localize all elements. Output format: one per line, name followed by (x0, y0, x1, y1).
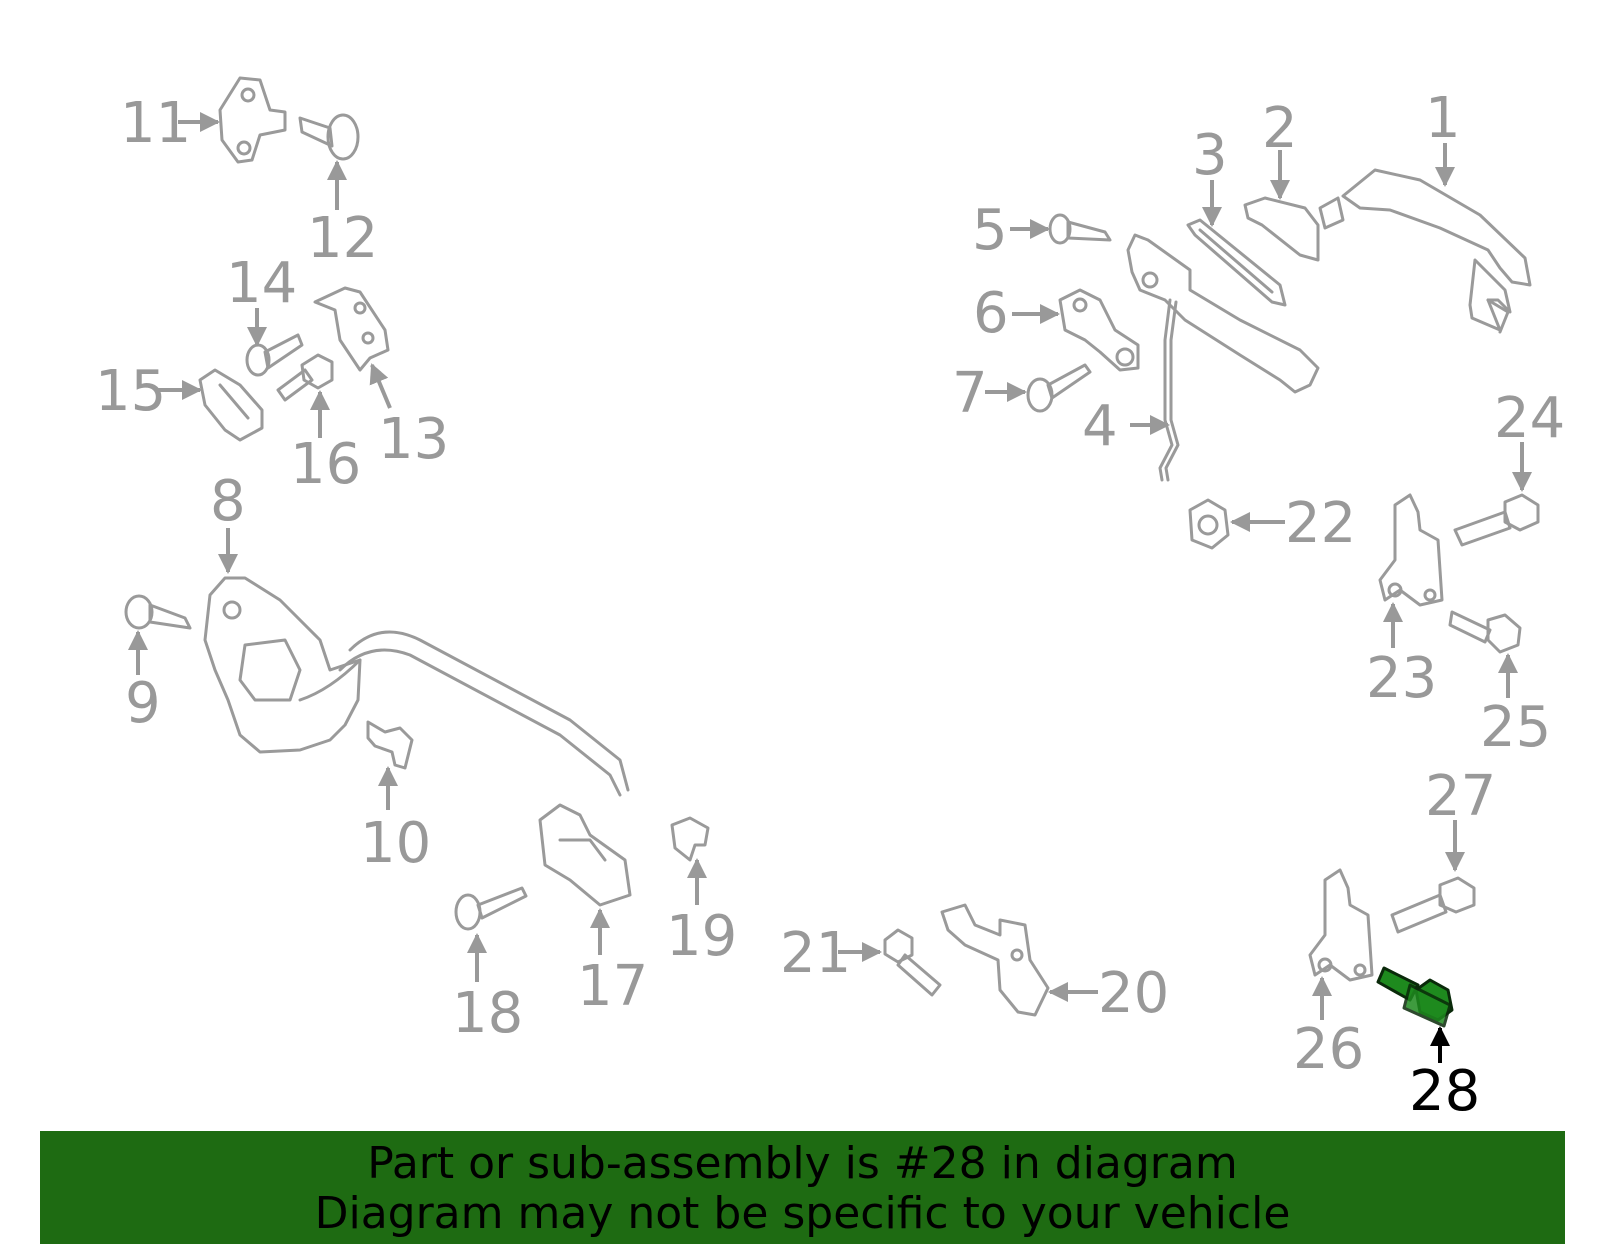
callout-7[interactable]: 7 (952, 361, 988, 426)
part-26-hinge (1308, 868, 1374, 982)
banner-line-1: Part or sub-assembly is #28 in diagram (367, 1138, 1238, 1189)
banner-line-2: Diagram may not be specific to your vehi… (314, 1188, 1291, 1239)
part-13-bracket (313, 286, 390, 372)
part-9-screw (124, 594, 192, 630)
part-17-cover (538, 803, 632, 907)
callout-16[interactable]: 16 (290, 432, 361, 497)
callout-labels: 1 2 3 4 5 6 7 8 9 10 11 12 13 14 15 16 1… (95, 86, 1565, 1124)
callout-22[interactable]: 22 (1285, 491, 1356, 556)
part-10-clip (366, 720, 414, 770)
part-6-lever (1058, 288, 1140, 372)
callout-23[interactable]: 23 (1366, 646, 1437, 711)
callout-24[interactable]: 24 (1494, 386, 1565, 451)
part-24-bolt (1453, 493, 1540, 547)
callout-19[interactable]: 19 (666, 904, 737, 969)
part-4-handle-frame (1126, 233, 1320, 482)
callout-21[interactable]: 21 (780, 921, 851, 986)
part-19-clip (670, 816, 710, 862)
callout-13[interactable]: 13 (378, 407, 449, 472)
callout-5[interactable]: 5 (972, 198, 1008, 263)
callout-20[interactable]: 20 (1098, 961, 1169, 1026)
callout-27[interactable]: 27 (1425, 764, 1496, 829)
parts-diagram: 1 2 3 4 5 6 7 8 9 10 11 12 13 14 15 16 1… (95, 76, 1565, 1124)
callout-12[interactable]: 12 (307, 206, 378, 271)
callout-8[interactable]: 8 (210, 469, 246, 534)
callout-1[interactable]: 1 (1425, 86, 1461, 151)
part-2-handle-cap (1243, 196, 1320, 262)
part-28-flange-bolt (1376, 966, 1454, 1028)
part-11-striker (218, 76, 287, 164)
callout-4[interactable]: 4 (1082, 394, 1118, 459)
part-23-hinge (1378, 493, 1444, 607)
callout-25[interactable]: 25 (1480, 695, 1551, 760)
callout-9[interactable]: 9 (125, 671, 161, 736)
callout-18[interactable]: 18 (452, 981, 523, 1046)
part-18-screw (454, 886, 528, 931)
leader-arrows (128, 112, 1532, 1063)
part-21-bolt (883, 928, 942, 997)
part-22-nut (1188, 498, 1230, 550)
part-7-screw (1026, 363, 1092, 413)
callout-17[interactable]: 17 (577, 954, 648, 1019)
part-25-bolt (1448, 610, 1522, 654)
part-3-gasket (1186, 218, 1287, 307)
callout-6[interactable]: 6 (973, 281, 1009, 346)
part-5-screw (1048, 213, 1112, 245)
callout-3[interactable]: 3 (1192, 123, 1228, 188)
part-20-door-check (940, 903, 1050, 1017)
part-27-bolt (1390, 876, 1476, 934)
callout-28[interactable]: 28 (1409, 1059, 1480, 1124)
callout-2[interactable]: 2 (1262, 96, 1298, 161)
part-16-bolt (276, 353, 334, 402)
callout-10[interactable]: 10 (360, 811, 431, 876)
callout-26[interactable]: 26 (1293, 1017, 1364, 1082)
part-8-lock-actuator (203, 576, 630, 797)
callout-11[interactable]: 11 (120, 91, 191, 156)
part-1-outer-handle (1318, 168, 1532, 334)
callout-14[interactable]: 14 (226, 251, 297, 316)
callout-15[interactable]: 15 (95, 359, 166, 424)
info-banner: Part or sub-assembly is #28 in diagram D… (40, 1131, 1565, 1244)
part-12-bolt (298, 113, 360, 161)
part-15-clip (198, 368, 264, 442)
